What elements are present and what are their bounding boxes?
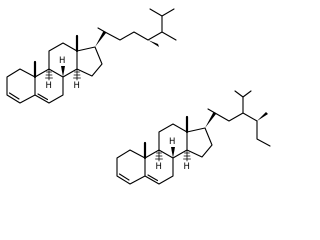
bottom-hash-bonds bbox=[155, 149, 191, 162]
top-h-label-1: H bbox=[46, 81, 52, 91]
bottom-h-label-1: H bbox=[156, 162, 162, 172]
bottom-ring-b bbox=[144, 149, 174, 185]
top-ring-d bbox=[76, 46, 103, 77]
top-ring-b bbox=[34, 68, 64, 104]
bottom-ring-a bbox=[116, 149, 146, 185]
bottom-side-chain bbox=[205, 90, 271, 147]
bottom-ring-c bbox=[158, 123, 188, 159]
top-hash-bonds bbox=[45, 68, 81, 81]
top-h-label-2: H bbox=[59, 56, 65, 66]
chemical-structures-diagram: H H H bbox=[6, 8, 271, 185]
bottom-wedge-h8 bbox=[171, 147, 175, 158]
top-ring-c bbox=[48, 42, 78, 78]
bottom-structure bbox=[116, 90, 271, 185]
bottom-h-label-2: H bbox=[169, 137, 175, 147]
top-side-chain bbox=[95, 8, 177, 47]
top-h-label-3: H bbox=[74, 81, 80, 91]
top-structure bbox=[6, 8, 177, 104]
top-ring-a bbox=[6, 68, 36, 104]
top-wedge-h8 bbox=[61, 66, 65, 77]
bottom-h-label-3: H bbox=[184, 162, 190, 172]
bottom-ring-d bbox=[186, 127, 213, 158]
